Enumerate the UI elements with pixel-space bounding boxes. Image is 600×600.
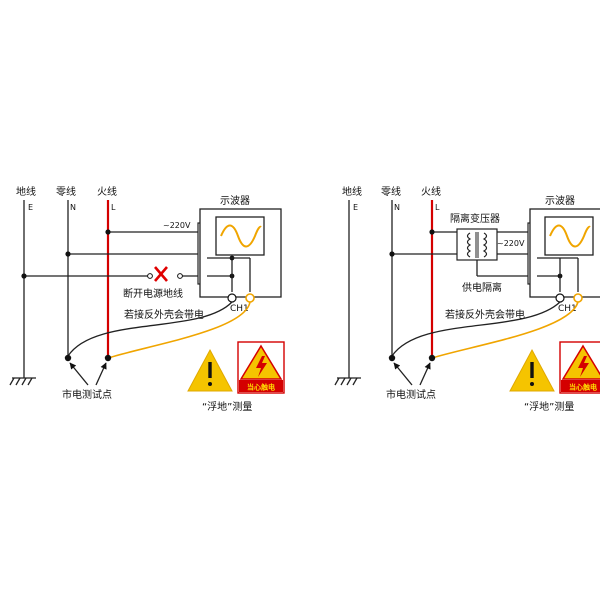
warning-triangle-icon <box>509 348 555 392</box>
probe-signal-connector <box>573 293 583 303</box>
test-points-label: 市电测试点 <box>62 388 112 401</box>
floating-measurement-caption: “浮地”测量 <box>202 400 252 413</box>
voltage-label: ~220V <box>163 221 191 230</box>
neutral-letter: N <box>394 203 400 212</box>
ground-wire-label: 地线 <box>16 185 36 198</box>
channel-label: CH1 <box>558 304 577 314</box>
electric-shock-sign-icon: 当心触电 <box>237 341 285 394</box>
transformer-icon <box>456 228 498 261</box>
sine-wave-icon <box>220 224 262 248</box>
voltage-label: ~220V <box>497 239 525 248</box>
warning-sign-text: 当心触电 <box>247 383 275 392</box>
disconnect-ground-label: 断开电源地线 <box>123 287 183 300</box>
channel-label: CH1 <box>230 304 249 314</box>
ground-letter: E <box>353 203 358 212</box>
probe-signal-connector <box>245 293 255 303</box>
x-mark-icon <box>154 266 168 282</box>
oscilloscope-label: 示波器 <box>545 194 575 207</box>
sine-wave-icon <box>549 224 591 248</box>
live-letter: L <box>111 203 116 212</box>
floating-measurement-caption: “浮地”测量 <box>524 400 574 413</box>
shell-live-warning-label: 若接反外壳会带电 <box>445 308 525 321</box>
warning-sign-text: 当心触电 <box>569 383 597 392</box>
probe-ground-connector <box>555 293 565 303</box>
left-diagram: 地线 零线 火线 E N L ~220V <box>9 185 285 413</box>
shell-live-warning-label: 若接反外壳会带电 <box>124 308 204 321</box>
warning-triangle-icon <box>187 348 233 392</box>
isolation-transformer-label: 隔离变压器 <box>450 212 500 225</box>
right-diagram: 地线 零线 火线 E N L 隔离变压器 <box>334 185 600 413</box>
oscilloscope-screen <box>544 216 594 256</box>
live-wire-label: 火线 <box>421 185 441 198</box>
electric-shock-sign-icon: 当心触电 <box>559 341 600 394</box>
neutral-wire-label: 零线 <box>381 185 401 198</box>
test-points-label: 市电测试点 <box>386 388 436 401</box>
neutral-letter: N <box>70 203 76 212</box>
neutral-wire-label: 零线 <box>56 185 76 198</box>
ground-symbol-icon <box>9 377 36 386</box>
ground-symbol-icon <box>334 377 361 386</box>
live-letter: L <box>435 203 440 212</box>
ground-letter: E <box>28 203 33 212</box>
oscilloscope-label: 示波器 <box>220 194 250 207</box>
oscilloscope-screen <box>215 216 265 256</box>
live-wire-label: 火线 <box>97 185 117 198</box>
power-isolation-label: 供电隔离 <box>462 281 502 294</box>
probe-ground-connector <box>227 293 237 303</box>
ground-wire-label: 地线 <box>342 185 362 198</box>
